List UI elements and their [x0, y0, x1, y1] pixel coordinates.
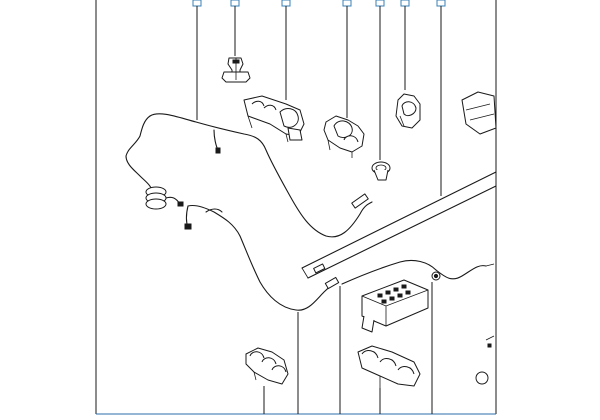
brake-pipe-right-run	[341, 259, 495, 285]
triple-pipe-clip-upper	[243, 95, 305, 143]
callout-marker-7[interactable]	[436, 0, 446, 196]
push-clip-part	[221, 57, 251, 83]
callout-marker-2[interactable]	[230, 0, 240, 56]
pipe-clip-upper-right	[395, 93, 421, 129]
callout-marker-5[interactable]	[375, 0, 385, 160]
long-rail-part	[301, 171, 497, 279]
triple-pipe-clip-lower-left	[245, 347, 289, 385]
junction-block-part	[361, 279, 429, 333]
brake-pipe-upper-run	[125, 113, 373, 238]
callout-marker-1[interactable]	[192, 0, 202, 120]
pipe-clip-upper-middle	[323, 115, 365, 158]
callout-marker-6[interactable]	[400, 0, 410, 90]
right-edge-assembly-fragment	[461, 91, 497, 385]
ring-clamp-part	[371, 161, 391, 181]
brake-pipe-lower-run	[184, 204, 340, 311]
triple-pipe-clip-lower-right	[357, 345, 421, 388]
callout-marker-4[interactable]	[342, 0, 352, 118]
callout-marker-3[interactable]	[281, 0, 291, 100]
